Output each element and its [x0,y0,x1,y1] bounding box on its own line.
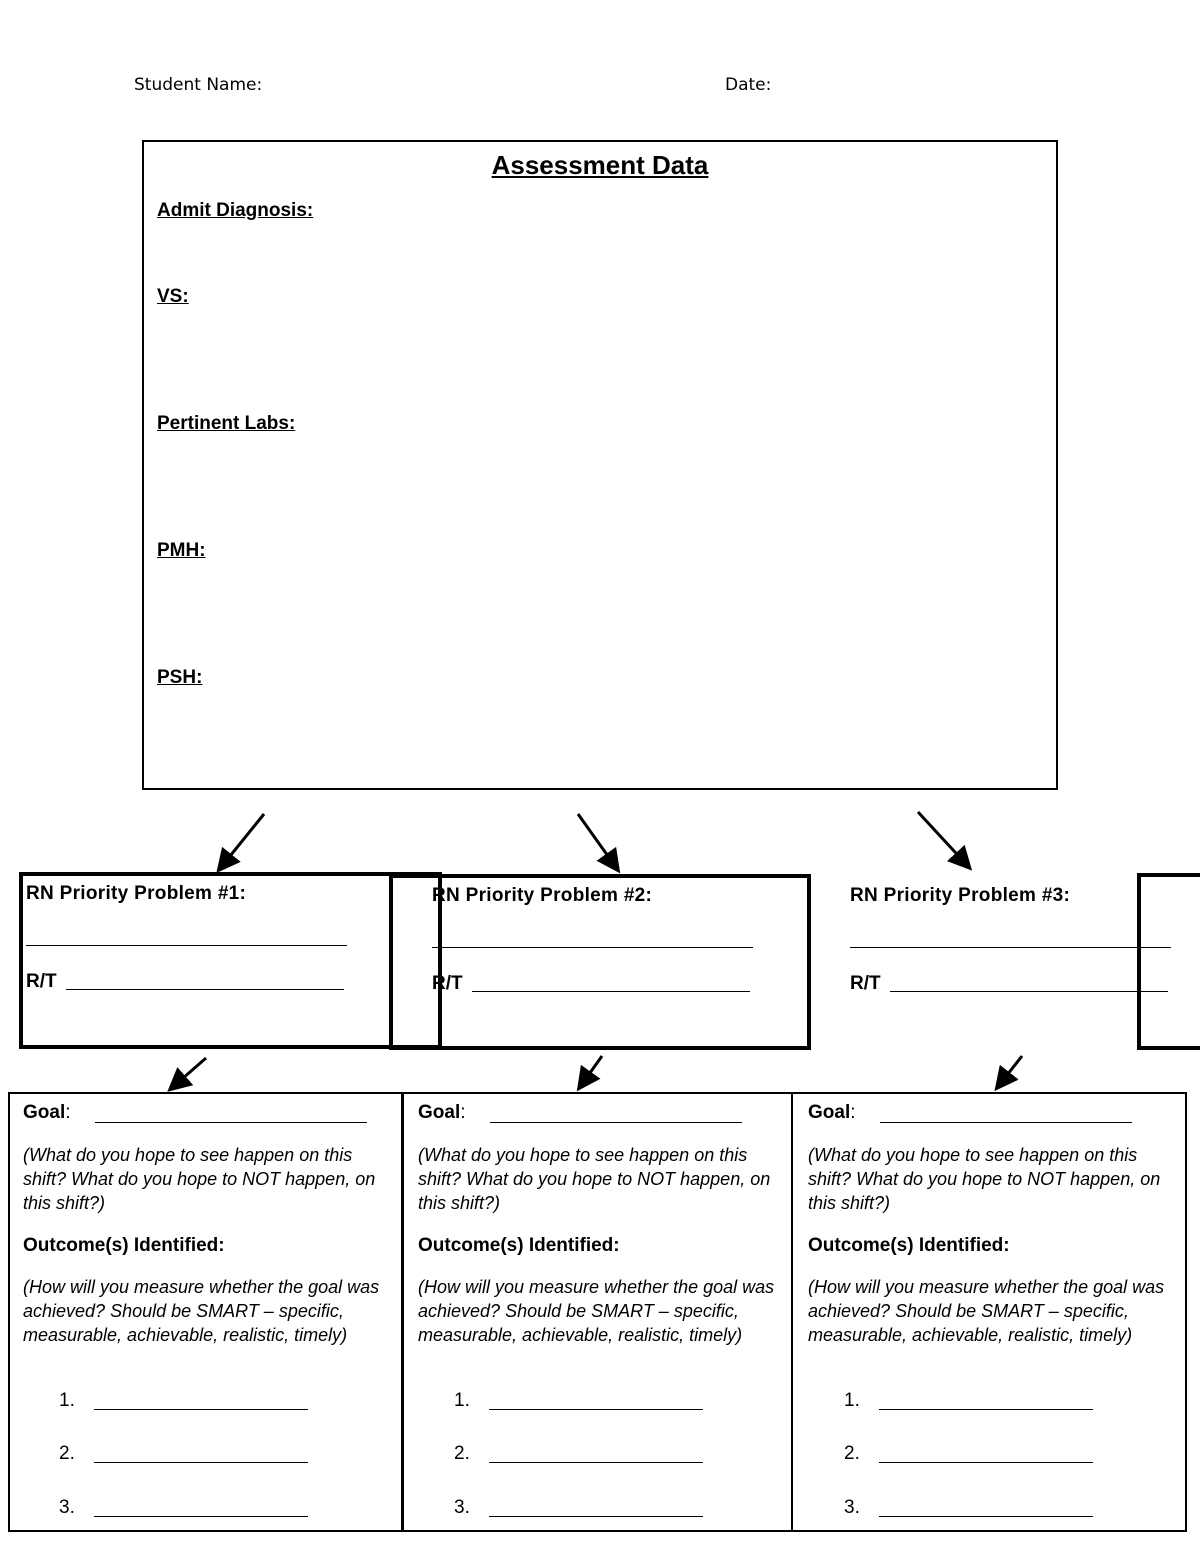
problem-1-rt-label: R/T [26,971,57,992]
outcome-number-1: 1. [59,1390,75,1411]
outcome-number-3: 3. [59,1497,75,1518]
goal-prompt: (What do you hope to see happen on this … [808,1145,1161,1213]
goal-prompt: (What do you hope to see happen on this … [23,1145,376,1213]
student-name-label: Student Name: [134,75,263,95]
arrow-to-goal-3 [994,1055,1024,1092]
pertinent-labs-label: Pertinent Labs: [157,413,296,434]
vs-label: VS: [157,286,189,307]
outcome-prompt: (How will you measure whether the goal w… [808,1277,1165,1345]
outcome-line-3[interactable] [489,1516,703,1517]
problem-3-rt-label: R/T [850,973,881,994]
outcome-number-2: 2. [59,1443,75,1464]
pmh-label: PMH: [157,540,206,561]
psh-label: PSH: [157,667,203,688]
date-label: Date: [725,75,772,95]
outcome-line-1[interactable] [489,1409,703,1410]
arrow-to-goal-1 [167,1056,207,1092]
goal-line[interactable] [95,1122,367,1123]
outcome-label: Outcome(s) Identified: [23,1235,225,1256]
problem-box-4-partial [1137,873,1200,1050]
arrow-to-goal-2 [576,1055,604,1092]
outcome-prompt: (How will you measure whether the goal w… [418,1277,775,1345]
problem-1-title: RN Priority Problem #1: [26,883,247,904]
outcome-line-1[interactable] [94,1409,308,1410]
outcome-line-1[interactable] [879,1409,1093,1410]
outcome-number-2: 2. [454,1443,470,1464]
assessment-title: Assessment Data [491,150,709,180]
problem-box-1 [19,872,442,1049]
outcome-number-3: 3. [844,1497,860,1518]
outcome-line-2[interactable] [94,1462,308,1463]
goal-label: Goal: [808,1102,856,1123]
outcome-number-3: 3. [454,1497,470,1518]
arrow-to-problem-3 [916,810,973,871]
goal-divider-1 [401,1092,404,1532]
outcome-number-1: 1. [454,1390,470,1411]
goal-boxes-frame [8,1092,1187,1532]
outcome-number-1: 1. [844,1390,860,1411]
outcome-number-2: 2. [844,1443,860,1464]
problem-3-line[interactable] [850,947,1171,948]
goal-line[interactable] [880,1122,1132,1123]
outcome-prompt: (How will you measure whether the goal w… [23,1277,380,1345]
goal-label: Goal: [418,1102,466,1123]
problem-3-rt-line[interactable] [890,991,1168,992]
admit-diagnosis-label: Admit Diagnosis: [157,200,314,221]
outcome-line-3[interactable] [879,1516,1093,1517]
arrow-to-problem-2 [576,813,621,874]
goal-prompt: (What do you hope to see happen on this … [418,1145,771,1213]
problem-3-title: RN Priority Problem #3: [850,885,1071,906]
problem-2-rt-line[interactable] [472,991,750,992]
arrow-to-problem-1 [216,813,266,874]
flow-arrows [167,810,1024,1092]
problem-2-title: RN Priority Problem #2: [432,885,653,906]
goal-line[interactable] [490,1122,742,1123]
goal-label: Goal: [23,1102,71,1123]
assessment-data-box: Assessment Data Admit Diagnosis: VS: Per… [142,140,1058,790]
problem-box-2 [389,874,811,1050]
outcome-label: Outcome(s) Identified: [418,1235,620,1256]
outcome-line-3[interactable] [94,1516,308,1517]
problem-1-line[interactable] [26,945,347,946]
problem-1-rt-line[interactable] [66,989,344,990]
outcome-line-2[interactable] [879,1462,1093,1463]
problem-2-line[interactable] [432,947,753,948]
problem-2-rt-label: R/T [432,973,463,994]
outcome-line-2[interactable] [489,1462,703,1463]
outcome-label: Outcome(s) Identified: [808,1235,1010,1256]
goal-divider-2 [791,1092,793,1532]
